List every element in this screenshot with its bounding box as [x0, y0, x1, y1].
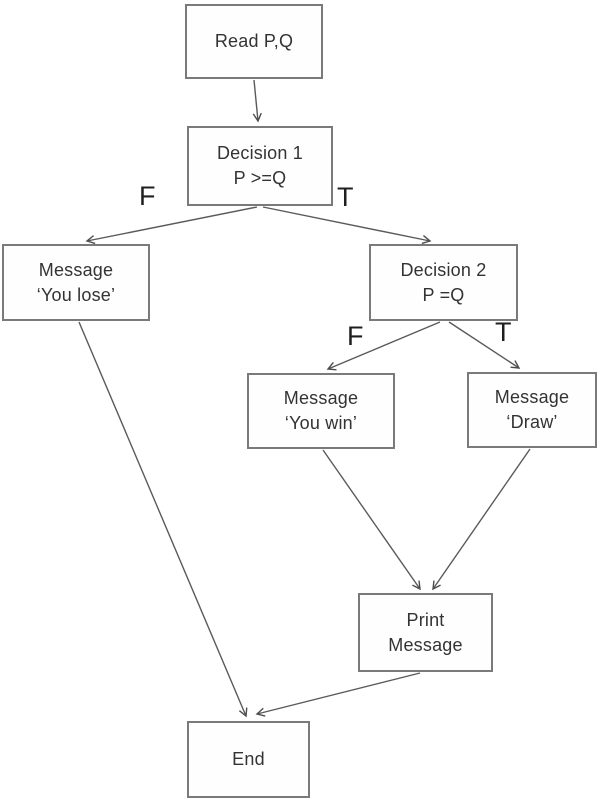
node-decision1-title: Decision 1	[216, 143, 304, 163]
edge-decision1-to-decision2	[262, 206, 432, 245]
branch-label-decision1-true: T	[337, 182, 354, 212]
node-message-you-lose: Message ‘You lose’	[2, 244, 150, 321]
edge-decision1-to-lose	[85, 206, 258, 245]
node-read-pq: Read P,Q	[185, 4, 323, 79]
edge-draw-to-print	[432, 448, 531, 591]
node-message-draw-text: ‘Draw’	[506, 412, 558, 432]
branch-label-decision2-true: T	[495, 317, 512, 347]
node-message-you-lose-title: Message	[38, 259, 114, 280]
node-decision1-condition: P >=Q	[233, 168, 287, 188]
branch-label-decision1-false: F	[139, 181, 156, 211]
node-decision2-title: Decision 2	[400, 259, 487, 280]
node-message-draw-title: Message	[494, 387, 570, 407]
node-end-label: End	[232, 749, 265, 769]
node-message-you-win-text: ‘You win’	[284, 413, 358, 433]
edge-read-to-decision1	[252, 79, 262, 123]
node-decision1: Decision 1 P >=Q	[187, 126, 333, 206]
edge-decision2-to-draw	[448, 321, 521, 369]
node-print-message-line1: Print	[406, 609, 445, 630]
node-message-you-win: Message ‘You win’	[247, 373, 395, 449]
node-print-message-line2: Message	[388, 634, 463, 655]
edge-print-to-end	[255, 672, 421, 717]
node-decision2: Decision 2 P =Q	[369, 244, 518, 321]
node-message-draw: Message ‘Draw’	[467, 372, 597, 448]
node-message-you-lose-text: ‘You lose’	[36, 284, 116, 305]
node-decision2-condition: P =Q	[422, 284, 465, 305]
edge-win-to-print	[322, 449, 421, 591]
edge-decision2-to-win	[326, 321, 441, 371]
node-read-pq-label: Read P,Q	[214, 31, 294, 51]
branch-label-decision2-false: F	[347, 321, 364, 351]
node-print-message: Print Message	[358, 593, 493, 672]
edge-lose-to-end	[78, 321, 248, 718]
node-end: End	[187, 721, 310, 798]
node-message-you-win-title: Message	[283, 388, 359, 408]
